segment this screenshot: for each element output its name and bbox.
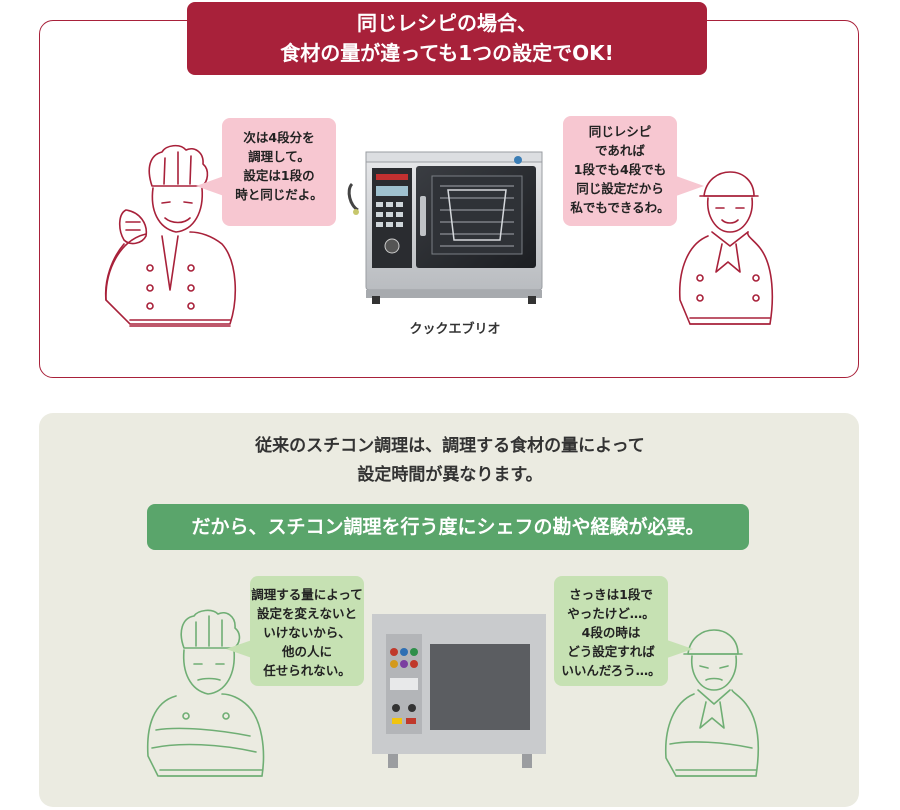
bottom-intro-line1: 従来のスチコン調理は、調理する食材の量によって xyxy=(255,436,645,456)
speech-line: 1段でも4段でも xyxy=(573,162,667,177)
speech-line: 調理して。 xyxy=(248,149,310,164)
top-banner-line1: 同じレシピの場合、 xyxy=(357,11,537,35)
product-caption: クックエブリオ xyxy=(409,322,501,337)
staff-bubble-tail-bottom xyxy=(667,640,693,658)
staff-speech-bubble-bottom: さっきは1段で やったけど…。 4段の時は どう設定すれば いいんだろう…。 xyxy=(554,576,668,686)
chef-speech-bubble-top: 次は4段分を 調理して。 設定は1段の 時と同じだよ。 xyxy=(222,118,336,226)
chef-speech-bubble-bottom: 調理する量によって 設定を変えないと いけないから、 他の人に 任せられない。 xyxy=(250,576,364,686)
staff-speech-bubble-top: 同じレシピ であれば 1段でも4段でも 同じ設定だから 私でもできるわ。 xyxy=(563,116,677,226)
speech-line: いいんだろう…。 xyxy=(561,663,661,678)
speech-line: 私でもできるわ。 xyxy=(570,200,670,215)
speech-line: 同じ設定だから xyxy=(576,181,664,196)
speech-line: 同じレシピ xyxy=(588,124,652,139)
chef-bubble-tail-bottom xyxy=(226,640,252,658)
speech-line: いけないから、 xyxy=(263,625,351,640)
speech-line: 時と同じだよ。 xyxy=(235,187,323,202)
speech-line: 他の人に xyxy=(281,644,332,659)
chef-bubble-tail-top xyxy=(196,176,224,196)
speech-line: 調理する量によって xyxy=(251,587,363,602)
top-banner-line2: 食材の量が違っても1つの設定でOK! xyxy=(280,41,614,65)
staff-bubble-tail-top xyxy=(676,176,704,196)
bottom-banner: だから、スチコン調理を行う度にシェフの勘や経験が必要。 xyxy=(147,504,749,550)
speech-line: どう設定すれば xyxy=(567,644,655,659)
speech-line: であれば xyxy=(595,143,645,158)
bottom-intro-line2: 設定時間が異なります。 xyxy=(357,465,543,485)
speech-line: やったけど…。 xyxy=(567,606,655,621)
speech-line: 次は4段分を xyxy=(243,130,315,145)
speech-line: 設定を変えないと xyxy=(256,606,357,621)
speech-line: 設定は1段の xyxy=(243,168,315,183)
top-banner: 同じレシピの場合、 食材の量が違っても1つの設定でOK! xyxy=(187,2,707,75)
speech-line: 任せられない。 xyxy=(263,663,351,678)
bottom-intro-text: 従来のスチコン調理は、調理する食材の量によって 設定時間が異なります。 xyxy=(150,432,750,490)
speech-line: さっきは1段で xyxy=(569,587,653,602)
speech-line: 4段の時は xyxy=(581,625,641,640)
